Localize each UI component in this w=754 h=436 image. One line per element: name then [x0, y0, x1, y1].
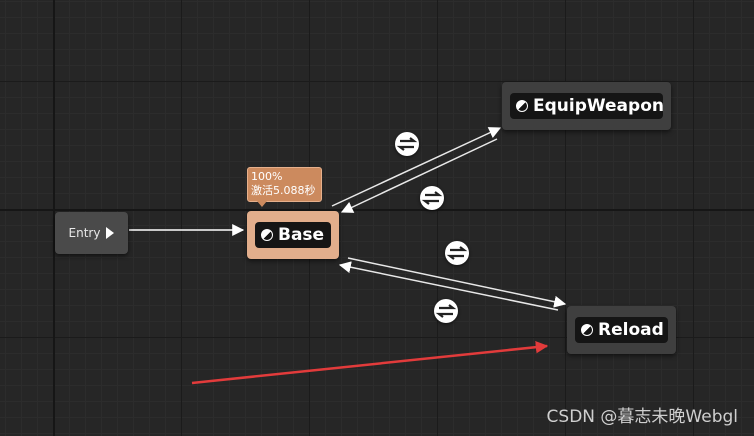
state-title: EquipWeapon: [510, 93, 664, 119]
transition-rule-icon[interactable]: [395, 132, 419, 156]
state-node-reload[interactable]: Reload: [567, 306, 676, 354]
base-to-reload-wire[interactable]: [347, 257, 567, 308]
reload-to-base-wire[interactable]: [338, 261, 559, 311]
base-to-equipweapon-wire[interactable]: [331, 127, 502, 207]
equipweapon-to-base-wire[interactable]: [340, 138, 498, 213]
state-icon: [261, 229, 273, 241]
state-name: Base: [278, 225, 325, 245]
state-name: Reload: [598, 320, 664, 340]
state-name: EquipWeapon: [533, 96, 664, 116]
state-icon: [581, 324, 593, 336]
watermark: CSDN @暮志未晚Webgl: [546, 407, 738, 427]
active-state-tooltip: 100% 激活5.088秒: [247, 167, 322, 207]
entry-arrow-icon: [106, 227, 115, 239]
tooltip-status: 激活5.088秒: [251, 184, 316, 197]
red-arrow-annotation: [191, 340, 549, 385]
state-icon: [516, 100, 528, 112]
transition-rule-icon[interactable]: [434, 299, 458, 323]
entry-node[interactable]: Entry: [55, 212, 128, 254]
tooltip-weight: 100%: [251, 170, 283, 183]
entry-label: Entry: [68, 226, 101, 240]
transition-rule-icon[interactable]: [420, 186, 444, 210]
state-node-equipweapon[interactable]: EquipWeapon: [502, 82, 671, 130]
state-title: Reload: [575, 317, 668, 343]
transition-rule-icon[interactable]: [445, 241, 469, 265]
state-title: Base: [255, 222, 331, 248]
state-node-base[interactable]: Base: [247, 211, 339, 259]
